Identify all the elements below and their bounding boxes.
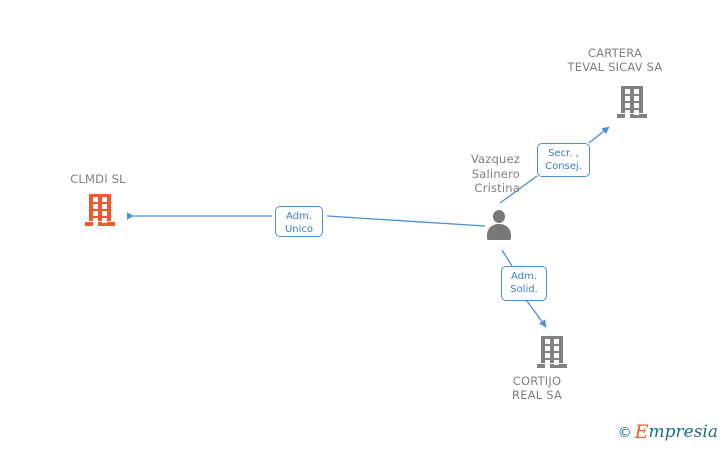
empresia-watermark: © E mpresia (618, 423, 718, 442)
brand-initial: E (634, 421, 649, 443)
building-icon[interactable] (85, 194, 115, 226)
edge-badge-secr-consej[interactable]: Secr. , Consej. (537, 143, 590, 177)
building-icon[interactable] (537, 336, 567, 368)
edge-badge-adm-solid[interactable]: Adm. Solid. (501, 266, 547, 301)
node-label-cortijo-real-sa: CORTIJO REAL SA (512, 374, 562, 402)
copyright-symbol: © (617, 424, 632, 441)
person-icon[interactable] (486, 210, 512, 240)
edge-badge-adm-unico[interactable]: Adm. Unico (275, 206, 323, 237)
node-label-vazquez-salinero-cristina: Vazquez Salinero Cristina (470, 152, 520, 195)
node-label-clmdi-sl: CLMDI SL (70, 172, 126, 186)
brand-name: mpresia (648, 422, 719, 442)
node-label-cartera-teval-sicav-sa: CARTERA TEVAL SICAV SA (567, 46, 663, 74)
building-icon[interactable] (617, 86, 647, 118)
